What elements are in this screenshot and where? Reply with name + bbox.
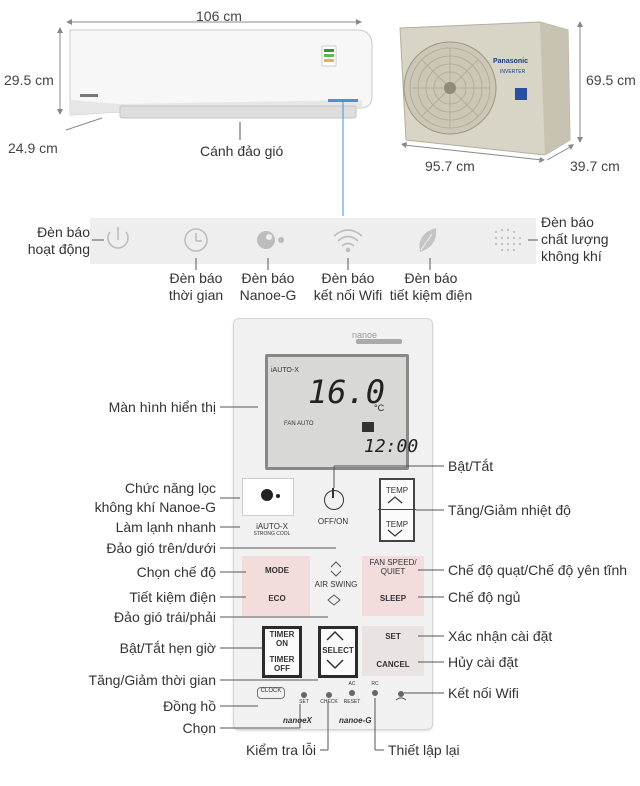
power-button-stem: [332, 488, 334, 498]
eco-leaf-icon: [419, 228, 437, 252]
screen-fan: FAN AUTO: [284, 421, 314, 427]
callout-check: Kiểm tra lỗi: [245, 742, 316, 758]
label-timer: Đèn báo thời gian: [168, 270, 224, 303]
check-button[interactable]: [326, 692, 332, 698]
nanoe-button-icon: [261, 489, 273, 501]
callout-mode: Chọn chế độ: [136, 564, 216, 580]
power-button-icon: [324, 490, 344, 510]
indicator-strip: [90, 218, 536, 264]
flap-label: Cánh đảo gió: [200, 143, 284, 159]
remote-logo-bar: [356, 339, 402, 344]
mode-eco-panel: [242, 556, 310, 616]
callout-on-off: Bật/Tắt: [448, 458, 494, 474]
callout-eco: Tiết kiệm điện: [129, 589, 216, 605]
callout-fan: Chế độ quạt/Chế độ yên tĩnh: [448, 562, 628, 578]
outdoor-brand: Panasonic: [493, 58, 529, 65]
callout-sleep: Chế độ ngủ: [448, 589, 521, 605]
eco-button[interactable]: ECO: [268, 594, 286, 603]
rc-reset-button[interactable]: [372, 690, 378, 696]
fan-speed-button[interactable]: FAN SPEED/ QUIET: [369, 558, 417, 576]
strong-cool-label: STRONG COOL: [253, 531, 291, 537]
temp-button[interactable]: [379, 478, 415, 542]
wifi-button[interactable]: [398, 691, 404, 697]
callout-clock: Đồng hồ: [163, 698, 216, 714]
brand-right: nanoe-G: [339, 716, 372, 725]
indoor-height-dim: 29.5 cm: [4, 72, 54, 88]
outdoor-depth-dim: 39.7 cm: [570, 158, 620, 174]
timer-on-label: TIMER ON: [269, 630, 295, 648]
callout-temp: Tăng/Giảm nhiệt độ: [448, 502, 571, 518]
timer-button[interactable]: [262, 626, 302, 678]
callout-cancel: Hủy cài đặt: [448, 654, 519, 670]
outdoor-width-dim: 95.7 cm: [425, 158, 475, 174]
label-nanoe: Đèn báo Nanoe-G: [239, 270, 297, 303]
label-eco: Đèn báo tiết kiệm điện: [389, 270, 473, 303]
callout-reset: Thiết lập lại: [388, 742, 460, 758]
mode-button[interactable]: MODE: [265, 566, 289, 575]
callout-set: Xác nhận cài đặt: [448, 628, 553, 644]
set-small-button[interactable]: [301, 692, 307, 698]
select-label: SELECT: [322, 646, 354, 655]
timer-off-label: TIMER OFF: [269, 655, 295, 673]
label-wifi: Đèn báo kết nối Wifi: [313, 270, 383, 303]
sleep-button[interactable]: SLEEP: [379, 594, 407, 603]
callout-wifi: Kết nối Wifi: [448, 685, 519, 701]
callout-nanoe: Chức năng lọc không khí Nanoe-G: [94, 480, 216, 515]
set-small-label: SET: [299, 699, 309, 705]
nanoe-button-dot: [276, 494, 280, 498]
indoor-width-dim: 106 cm: [196, 8, 242, 24]
iauto-button[interactable]: iAUTO-X: [256, 522, 288, 531]
timer-icon: [184, 228, 208, 252]
callout-select: Chọn: [182, 720, 216, 736]
cancel-button[interactable]: CANCEL: [376, 660, 410, 669]
temp-up-label: TEMP: [385, 486, 409, 495]
temp-divider: [378, 509, 416, 510]
air-quality-icon: [494, 228, 522, 252]
indoor-depth-dim: 24.9 cm: [8, 140, 58, 156]
wifi-icon: [333, 229, 363, 253]
remote-logo: nanoe: [352, 330, 378, 340]
lcd-screen: [265, 354, 409, 470]
set-button[interactable]: SET: [385, 632, 401, 641]
callout-timer: Bật/Tắt hẹn giờ: [119, 640, 216, 656]
brand-left: nanoeX: [283, 716, 312, 725]
screen-temperature: 16.0: [308, 373, 386, 411]
air-swing-button[interactable]: AIR SWING: [314, 580, 358, 589]
callout-time-adjust: Tăng/Giảm thời gian: [88, 672, 216, 688]
outdoor-height-dim: 69.5 cm: [586, 72, 636, 88]
clock-label: CLOCK: [260, 688, 282, 694]
callout-swing-leftright: Đảo gió trái/phải: [114, 609, 216, 625]
ac-label: AC: [348, 681, 356, 687]
callout-strong-cool: Làm lạnh nhanh: [115, 519, 216, 535]
screen-unit: °C: [374, 403, 385, 413]
label-operation: Đèn báo hoạt động: [27, 224, 90, 257]
reset-label: RESET: [343, 699, 361, 705]
ac-reset-button[interactable]: [349, 690, 355, 696]
power-icon: [107, 227, 129, 249]
set-cancel-panel: [362, 626, 424, 676]
fan-sleep-panel: [362, 556, 424, 616]
outdoor-tag: INVERTER: [500, 69, 526, 75]
off-on-button[interactable]: OFF/ON: [317, 517, 349, 526]
label-air-quality: Đèn báo chất lượng không khí: [541, 214, 609, 264]
callout-screen: Màn hình hiển thị: [108, 399, 216, 415]
clock-button[interactable]: [257, 687, 285, 699]
screen-clock-icon: [362, 422, 374, 432]
temp-down-label: TEMP: [385, 520, 409, 529]
check-label: CHECK: [320, 699, 338, 705]
screen-mode: iAUTO-X: [271, 367, 299, 374]
screen-time: 12:00: [364, 436, 419, 457]
nanoe-icon: [257, 231, 284, 249]
callout-swing-updown: Đảo gió trên/dưới: [106, 540, 216, 556]
rc-label: RC: [371, 681, 379, 687]
